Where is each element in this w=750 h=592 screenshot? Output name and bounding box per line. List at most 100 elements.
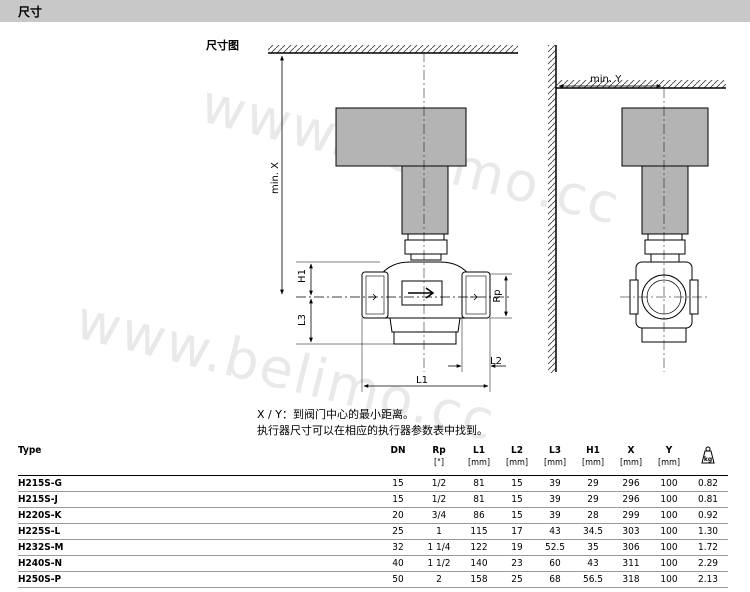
cell-h1: 28 — [574, 507, 612, 524]
cell-l1: 81 — [460, 475, 498, 492]
cell-type: H220S-K — [18, 507, 378, 524]
cell-y: 100 — [650, 555, 688, 572]
header-l1: L1[mm] — [460, 445, 498, 476]
cell-w: 0.81 — [688, 491, 728, 508]
header-x: X[mm] — [612, 445, 650, 476]
label-l3: L3 — [297, 314, 308, 326]
cell-y: 100 — [650, 491, 688, 508]
cell-x: 296 — [612, 475, 650, 492]
cell-h1: 43 — [574, 555, 612, 572]
header-l3: L3[mm] — [536, 445, 574, 476]
cell-rp: 1 1/2 — [418, 555, 460, 572]
cell-dn: 25 — [378, 523, 418, 540]
cell-type: H250S-P — [18, 571, 378, 588]
cell-w: 0.82 — [688, 475, 728, 492]
cell-x: 306 — [612, 539, 650, 556]
front-view: min. X H1 L3 Rp L1 L2 — [268, 45, 518, 392]
cell-l2: 15 — [498, 507, 536, 524]
section-header-bar — [0, 0, 750, 22]
header-l2: L2[mm] — [498, 445, 536, 476]
cell-w: 0.92 — [688, 507, 728, 524]
inlet-port-left — [361, 271, 389, 319]
cell-h1: 29 — [574, 491, 612, 508]
cell-x: 296 — [612, 491, 650, 508]
cell-dn: 20 — [378, 507, 418, 524]
adapter-nut — [404, 239, 448, 255]
cell-y: 100 — [650, 507, 688, 524]
cell-type: H225S-L — [18, 523, 378, 540]
cell-dn: 50 — [378, 571, 418, 588]
weight-icon: kg — [701, 446, 715, 464]
dimension-drawing: min. X H1 L3 Rp L1 L2 min. Y — [268, 45, 726, 392]
cell-dn: 15 — [378, 475, 418, 492]
cell-l2: 19 — [498, 539, 536, 556]
cell-h1: 29 — [574, 475, 612, 492]
cell-x: 299 — [612, 507, 650, 524]
cell-type: H240S-N — [18, 555, 378, 572]
valve-stem — [410, 253, 442, 261]
cell-h1: 56.5 — [574, 571, 612, 588]
side-view: min. Y — [548, 45, 726, 373]
cell-l3: 39 — [536, 491, 574, 508]
cell-rp: 1/2 — [418, 491, 460, 508]
ceiling-hatch-right — [556, 80, 726, 88]
cell-l1: 122 — [460, 539, 498, 556]
cell-rp: 2 — [418, 571, 460, 588]
header-dn: DN — [378, 445, 418, 476]
cell-x: 303 — [612, 523, 650, 540]
cell-l3: 43 — [536, 523, 574, 540]
cell-rp: 1 — [418, 523, 460, 540]
cell-w: 1.72 — [688, 539, 728, 556]
cell-l2: 23 — [498, 555, 536, 572]
note-min-distance: X / Y：到阀门中心的最小距离。 — [257, 408, 414, 421]
cell-dn: 32 — [378, 539, 418, 556]
cell-l1: 115 — [460, 523, 498, 540]
cell-w: 1.30 — [688, 523, 728, 540]
cell-l2: 25 — [498, 571, 536, 588]
drawing-title: 尺寸图 — [206, 39, 239, 52]
cell-l2: 15 — [498, 475, 536, 492]
actuator-neck — [401, 165, 449, 235]
header-h1: H1[mm] — [574, 445, 612, 476]
actuator-housing — [335, 107, 467, 167]
label-min-x: min. X — [270, 162, 281, 194]
cell-y: 100 — [650, 539, 688, 556]
svg-text:kg: kg — [704, 456, 712, 463]
cell-y: 100 — [650, 475, 688, 492]
cell-type: H232S-M — [18, 539, 378, 556]
cell-l1: 140 — [460, 555, 498, 572]
actuator-housing-side — [621, 107, 709, 167]
cell-l1: 158 — [460, 571, 498, 588]
cell-y: 100 — [650, 523, 688, 540]
header-type: Type — [18, 445, 378, 476]
adapter-ring — [407, 233, 445, 241]
cell-type: H215S-G — [18, 475, 378, 492]
cell-rp: 3/4 — [418, 507, 460, 524]
cell-x: 311 — [612, 555, 650, 572]
header-y: Y[mm] — [650, 445, 688, 476]
cell-y: 100 — [650, 571, 688, 588]
cell-w: 2.29 — [688, 555, 728, 572]
actuator-neck-side — [641, 165, 689, 235]
table-header-row: Type DN Rp["] L1[mm] L2[mm] L3[mm] H1[mm… — [18, 445, 728, 476]
cell-l3: 39 — [536, 507, 574, 524]
cell-l3: 60 — [536, 555, 574, 572]
note-actuator-size: 执行器尺寸可以在相应的执行器参数表中找到。 — [257, 424, 488, 437]
label-h1: H1 — [297, 269, 308, 283]
label-min-y: min. Y — [590, 74, 622, 85]
cell-l3: 68 — [536, 571, 574, 588]
cell-type: H215S-J — [18, 491, 378, 508]
cell-l1: 81 — [460, 491, 498, 508]
cell-rp: 1 1/4 — [418, 539, 460, 556]
cell-h1: 34.5 — [574, 523, 612, 540]
cell-dn: 40 — [378, 555, 418, 572]
dimensions-table: Type DN Rp["] L1[mm] L2[mm] L3[mm] H1[mm… — [18, 445, 728, 588]
cell-l1: 86 — [460, 507, 498, 524]
label-l1: L1 — [416, 375, 428, 386]
